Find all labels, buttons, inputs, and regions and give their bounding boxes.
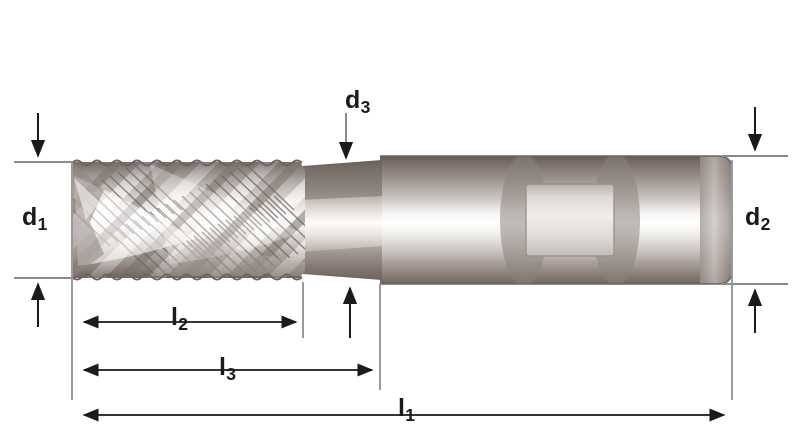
d2-subscript: 2 [760,213,771,234]
dimension-label-l3: l3 [219,353,236,383]
tool-body [71,155,733,285]
dimension-label-l1: l1 [398,394,415,424]
d1-subscript: 1 [37,213,48,234]
d1-letter: d [22,203,38,231]
flute-top-profile [71,159,303,167]
l2-subscript: 2 [178,313,189,334]
d2-letter: d [745,203,761,231]
l3-letter: l [219,353,226,381]
d3-subscript: 3 [360,96,371,117]
dimension-label-l2: l2 [171,303,188,333]
neck [303,160,382,280]
dimension-label-d2: d2 [745,203,770,233]
dimension-label-d1: d1 [22,203,47,233]
flute-bottom-profile [71,273,303,281]
l1-subscript: 1 [405,404,416,425]
l2-letter: l [171,303,178,331]
d3-letter: d [345,86,361,114]
shank [380,156,732,284]
dimension-label-d3: d3 [345,86,370,116]
l3-subscript: 3 [226,363,237,384]
flute-section [72,162,305,278]
dimension-lines [14,107,788,422]
l1-letter: l [398,394,405,422]
